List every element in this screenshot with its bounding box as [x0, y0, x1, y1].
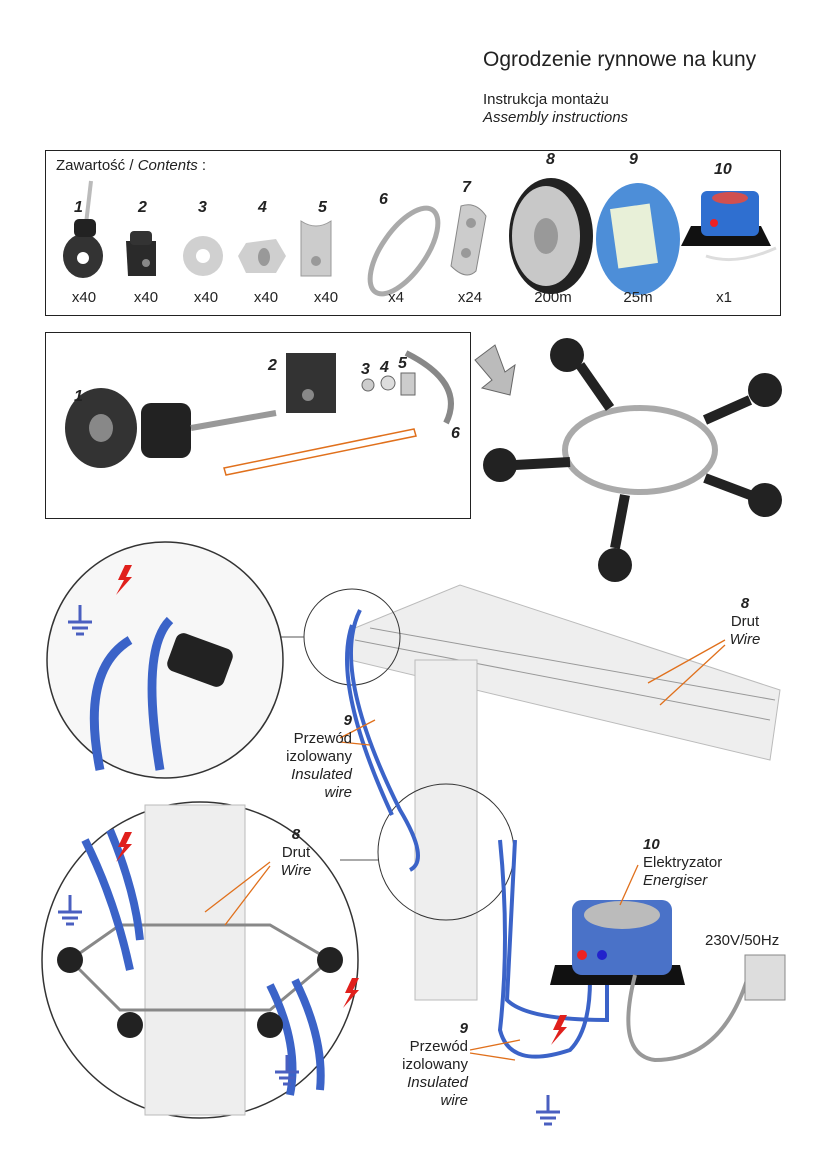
label-en: wire: [440, 1092, 468, 1109]
label-number: 9: [343, 712, 352, 729]
label-pl: Drut: [281, 844, 311, 861]
assembled-ring-image: [483, 338, 782, 582]
label-number: 8: [740, 595, 750, 612]
insulated-wire-paths: [345, 609, 609, 1059]
subtitle-en: Assembly instructions: [483, 109, 629, 126]
insulator-image: [63, 180, 103, 278]
contents-heading: Zawartość / Contents :: [56, 157, 206, 174]
label-pl: Drut: [730, 613, 760, 630]
label-en: Wire: [729, 631, 761, 648]
label-pl: Przewód: [293, 730, 352, 747]
wire-connector-image: [450, 204, 487, 276]
item-quantity: x24: [457, 289, 483, 306]
arrow-icon: [474, 344, 516, 396]
item-number: 7: [462, 179, 471, 196]
wire-label-top: 8 Drut Wire: [715, 595, 775, 649]
washer-image: [183, 236, 223, 276]
part-number: 4: [380, 359, 389, 376]
item-quantity: x1: [716, 289, 732, 306]
item-quantity: x40: [193, 289, 219, 306]
energiser-image: [681, 191, 777, 262]
item-quantity: x40: [71, 289, 97, 306]
item-number: 8: [546, 151, 555, 168]
item-number: 9: [629, 151, 638, 168]
wire-label-detail: 8 Drut Wire: [266, 826, 326, 880]
label-en: Insulated: [291, 766, 352, 783]
item-number: 4: [258, 199, 267, 216]
insulated-wire-coil-image: [596, 183, 680, 295]
power-label: 230V/50Hz: [705, 932, 780, 949]
label-pl: izolowany: [402, 1056, 468, 1073]
insulator-block-image: [126, 231, 156, 276]
item-number: 3: [198, 199, 207, 216]
assembly-illustration: [65, 350, 454, 476]
insulated-wire-label-top: 9 Przewód izolowany Insulated wire: [262, 712, 352, 802]
item-number: 6: [379, 191, 388, 208]
subtitle-pl: Instrukcja montażu: [483, 91, 609, 108]
clip-image: [300, 220, 332, 277]
part-number: 3: [361, 361, 370, 378]
label-number: 9: [459, 1020, 468, 1037]
lightning-bolt-icon: [116, 565, 567, 1045]
contents-illustrations: [63, 178, 777, 297]
item-number: 10: [714, 161, 732, 178]
part-number: 1: [74, 388, 83, 405]
assembly-box: 1 2 3 4 5 6: [45, 332, 471, 519]
label-number: 8: [291, 826, 301, 843]
item-number: 5: [318, 199, 327, 216]
label-en: Energiser: [643, 872, 708, 889]
energiser-label: 10 Elektryzator Energiser: [643, 836, 722, 890]
detail-circle-top: [46, 541, 284, 779]
label-number: 10: [643, 836, 660, 853]
item-quantity: 200m: [534, 289, 572, 306]
item-quantity: 25m: [623, 289, 653, 306]
label-pl: Przewód: [409, 1038, 468, 1055]
page-title: Ogrodzenie rynnowe na kuny: [483, 48, 757, 71]
item-quantity: x40: [253, 289, 279, 306]
insulated-wire-label-bottom: 9 Przewód izolowany Insulated wire: [378, 1020, 468, 1110]
item-number: 2: [138, 199, 147, 216]
contents-colon: :: [201, 157, 207, 174]
energiser-image: [550, 900, 786, 1063]
label-en: wire: [324, 784, 352, 801]
item-quantity: x40: [133, 289, 159, 306]
item-number: 1: [74, 199, 83, 216]
hose-clamp-image: [367, 205, 441, 297]
contents-box: Zawartość / Contents : 1 2 3 4 5 6 7 8 9…: [45, 150, 781, 316]
item-quantity: x40: [313, 289, 339, 306]
label-en: Insulated: [407, 1074, 468, 1091]
part-number: 5: [398, 355, 407, 372]
contents-label-pl: Zawartość /: [56, 157, 134, 174]
label-en: Wire: [280, 862, 312, 879]
label-pl: Elektryzator: [643, 854, 723, 871]
label-pl: izolowany: [286, 748, 352, 765]
wire-spool-image: [509, 178, 593, 294]
nut-image: [238, 239, 286, 273]
part-number: 6: [451, 425, 460, 442]
item-quantity: x4: [388, 289, 404, 306]
part-number: 2: [268, 357, 277, 374]
contents-label-en: Contents: [137, 157, 198, 174]
